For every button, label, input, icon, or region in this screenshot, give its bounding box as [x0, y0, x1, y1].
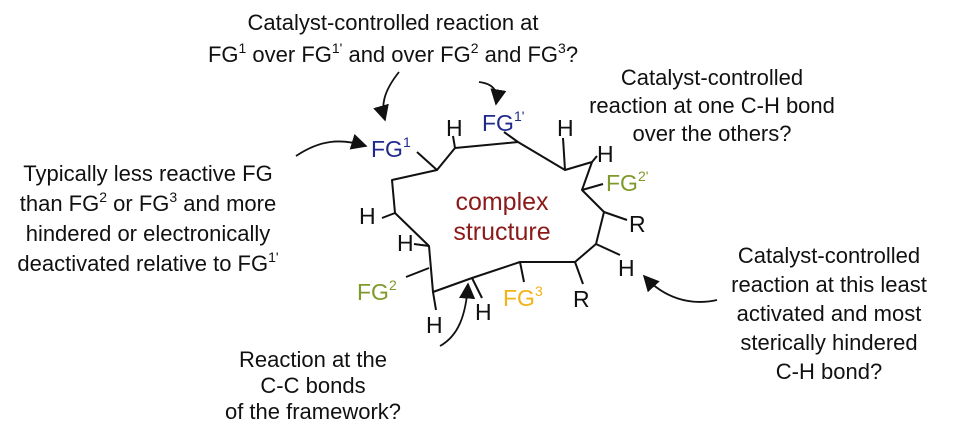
callout-top-l2-c: and over FG: [342, 42, 470, 67]
callout-top-line1: Catalyst-controlled reaction at: [247, 10, 538, 35]
label-fg3-sup: 3: [535, 283, 543, 299]
label-fg2-base: FG: [357, 279, 389, 305]
structure-label-line1: complex: [455, 188, 549, 216]
callout-left-l2-c: and more: [177, 191, 276, 216]
label-h-top-left: H: [446, 115, 463, 141]
callout-top-line2: FG1 over FG1' and over FG2 and FG3?: [208, 40, 578, 67]
label-r-bottom: R: [573, 286, 590, 312]
callout-left-l2-sup2: 3: [169, 189, 177, 205]
label-h-bottom-mid: H: [475, 299, 492, 325]
bond-h-bottom-mid: [471, 277, 483, 299]
callout-top-l2-sup4: 3: [558, 40, 566, 56]
callout-right-line2: reaction at this least: [731, 272, 927, 297]
framework-outline: [391, 141, 605, 293]
label-fg2-sup: 2: [389, 277, 397, 293]
label-fg1p: FG1': [482, 108, 524, 136]
callout-right-line3: activated and most: [737, 301, 922, 326]
label-fg1-base: FG: [371, 136, 403, 162]
bond-h-top-left: [452, 135, 456, 149]
callout-right-line4: sterically hindered: [740, 330, 917, 355]
structure-label-line2: structure: [453, 218, 550, 246]
label-fg2: FG2: [357, 277, 397, 305]
label-r-right: R: [629, 211, 646, 237]
label-h-top-right: H: [557, 115, 574, 141]
label-h-right-top: H: [597, 141, 614, 167]
callout-right-line5: C-H bond?: [776, 359, 882, 384]
arrow-right-to-h: [642, 274, 718, 303]
label-h-left-low: H: [397, 230, 414, 256]
bond-h-left-mid: [381, 212, 396, 219]
callout-right-line1: Catalyst-controlled: [738, 243, 920, 268]
label-h-right-low: H: [618, 255, 635, 281]
callout-top-l2-b: over FG: [246, 42, 332, 67]
callout-left-line3: hindered or electronically: [26, 221, 271, 246]
callout-top-right-line1: Catalyst-controlled: [621, 65, 803, 90]
label-fg1: FG1: [371, 134, 411, 162]
label-fg1p-sup: 1': [514, 108, 524, 124]
callout-top-l2-sup3: 2: [471, 40, 479, 56]
arrows: [295, 71, 718, 347]
callout-top-l2-d: and FG: [479, 42, 558, 67]
bond-r-bottom: [574, 261, 584, 285]
callout-top-l2-sup1: 1: [239, 40, 247, 56]
callout-left-l2-a: than FG: [20, 191, 99, 216]
callout-top-l2-e: ?: [566, 42, 578, 67]
callout-top-l2-sup2: 1': [332, 40, 342, 56]
callout-bottom-line3: of the framework?: [225, 399, 401, 422]
bond-fg3: [519, 261, 525, 283]
callout-top-right-line3: over the others?: [633, 121, 792, 146]
arrow-bottom-to-cc: [439, 282, 476, 347]
bond-fg1p: [503, 131, 519, 143]
callout-left-l2-sup1: 2: [99, 189, 107, 205]
bond-r-right: [603, 211, 628, 221]
label-fg1-sup: 1: [403, 134, 411, 150]
callout-bottom-line2: C-C bonds: [260, 373, 365, 398]
arrow-top-to-fg1p: [478, 81, 507, 106]
callout-left-l2-b: or FG: [107, 191, 169, 216]
bond-h-right-top: [591, 155, 598, 163]
callout-left-line4: deactivated relative to FG1': [17, 249, 278, 276]
label-fg1p-base: FG: [482, 110, 514, 136]
label-fg2p-sup: 2': [638, 168, 648, 184]
label-fg3: FG3: [503, 283, 543, 311]
label-h-bottom-left: H: [426, 312, 443, 338]
substituent-bonds: [381, 131, 628, 311]
callout-bottom-line1: Reaction at the: [239, 347, 387, 372]
bond-fg1: [416, 151, 438, 171]
bond-fg2p: [581, 183, 604, 191]
bond-h-right-low: [595, 243, 621, 256]
label-fg3-base: FG: [503, 285, 535, 311]
bond-fg2: [405, 267, 430, 278]
callout-left-l4-a: deactivated relative to FG: [17, 251, 268, 276]
callout-top-l2-a: FG: [208, 42, 239, 67]
bond-h-left-low: [413, 243, 430, 247]
bond-h-top-right: [562, 137, 566, 171]
label-fg2p-base: FG: [606, 170, 638, 196]
label-fg2p: FG2': [606, 168, 648, 196]
arrow-left-to-fg1: [295, 133, 368, 157]
bond-h-bottom-left: [432, 291, 437, 311]
callout-top-right-line2: reaction at one C-H bond: [589, 93, 835, 118]
callout-left-line1: Typically less reactive FG: [23, 161, 272, 186]
arrow-top-to-fg1: [373, 71, 400, 122]
label-h-left-mid: H: [359, 203, 376, 229]
callout-left-line2: than FG2 or FG3 and more: [20, 189, 276, 216]
callout-left-l4-sup: 1': [268, 249, 278, 265]
